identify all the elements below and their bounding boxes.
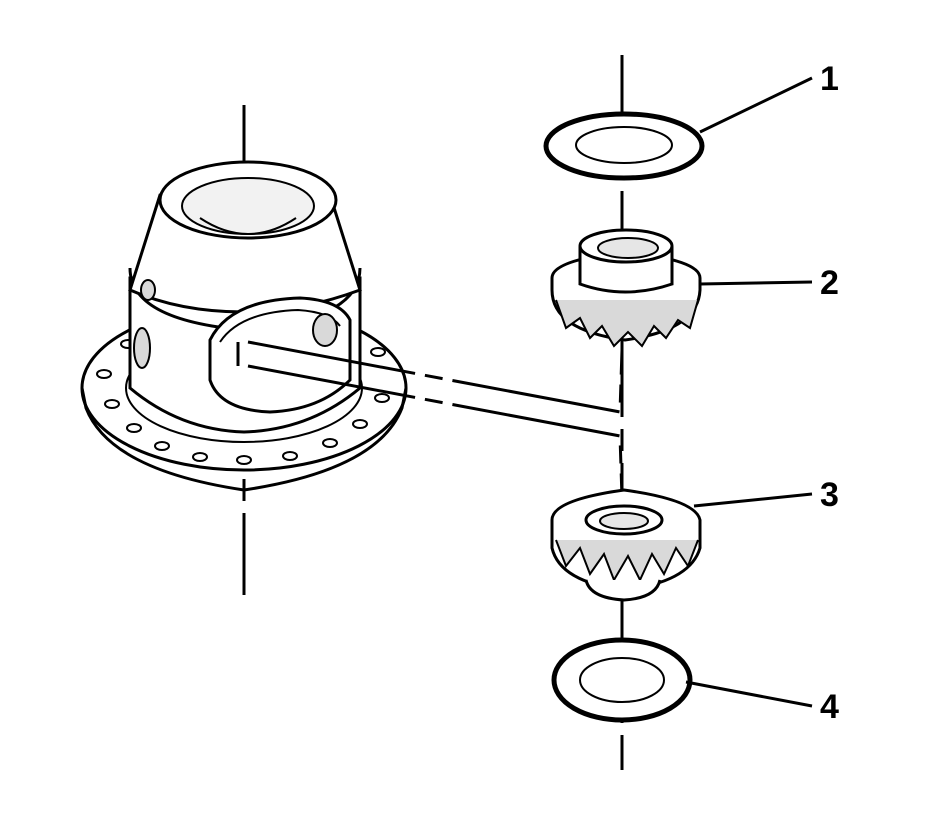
side-gear-lower [550,488,702,602]
thrust-washer-bottom [551,637,693,723]
callout-label-4: 4 [820,688,839,726]
callout-label-1: 1 [820,60,839,98]
callout-label-2: 2 [820,264,839,302]
thrust-washer-top [543,111,705,181]
callout-label-3: 3 [820,476,839,514]
callout-leaders [685,76,813,708]
side-gear-upper [550,228,702,348]
differential-case [80,105,408,595]
